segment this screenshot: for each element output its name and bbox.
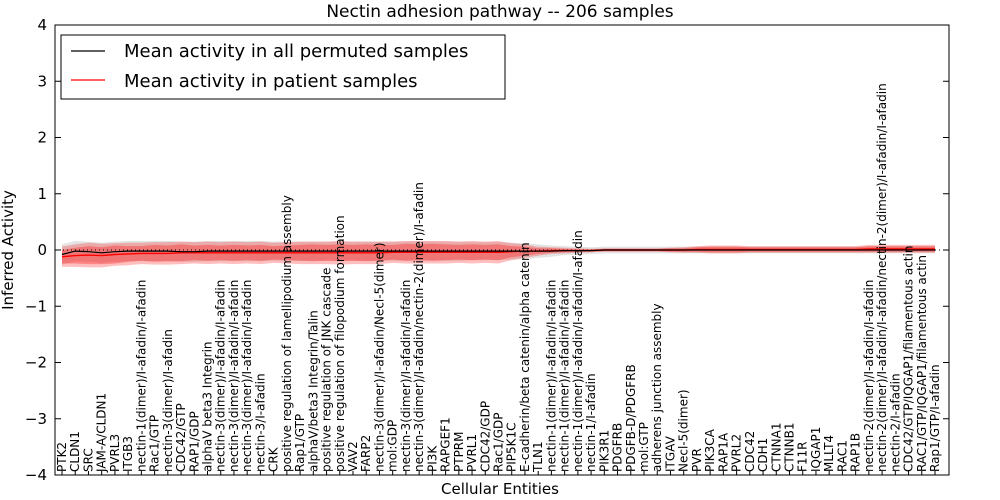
x-tick-label: nectin-3(dimer)/I-afadin/I-afadin	[214, 280, 228, 472]
x-tick-label: nectin-3(dimer)/I-afadin/I-afadin	[227, 280, 241, 472]
x-tick-label: RAP1A	[716, 432, 730, 472]
x-tick-label: TLN1	[531, 441, 545, 473]
x-tick-label: IQGAP1	[809, 427, 823, 472]
x-tick-label: PDGFRB	[611, 423, 625, 472]
x-tick-label: JAM-A/CLDN1	[95, 393, 109, 473]
legend-box	[60, 34, 506, 100]
x-tick-label: nectin-1(dimer)/I-afadin/I-afadin	[544, 280, 558, 472]
x-tick-label: RAC1	[835, 440, 849, 472]
x-tick-label: PVRL1	[465, 434, 479, 472]
x-tick-label: ITGB3	[121, 436, 135, 472]
y-tick-label: 3	[37, 72, 47, 90]
x-tick-label: RAC1/GTP/IQGAP1/filamentous actin	[915, 255, 929, 472]
x-tick-label: F11R	[796, 441, 810, 472]
legend: Mean activity in all permuted samples Me…	[60, 34, 506, 100]
x-tick-label: PIP5K1C	[505, 422, 519, 472]
y-axis: −4 −3 −2 −1 0 1 2 3 4	[25, 16, 949, 484]
x-tick-label: SRC	[82, 448, 96, 472]
x-tick-label: CRK	[267, 446, 281, 472]
y-tick-label: −1	[25, 297, 47, 315]
x-tick-label: alphaV beta3 Integrin	[201, 341, 215, 472]
x-tick-label: alphaV/beta3 Integrin/Talin	[306, 310, 320, 472]
x-tick-label: PTPRM	[452, 432, 466, 473]
chart-title: Nectin adhesion pathway -- 206 samples	[326, 2, 673, 22]
legend-label-permuted: Mean activity in all permuted samples	[124, 41, 468, 62]
x-tick-label: CDC42/GTP	[174, 403, 188, 472]
x-tick-label: nectin-2/I-afadin	[888, 373, 902, 472]
x-tick-label: CDH1	[756, 438, 770, 472]
x-tick-label: mol:GDP	[386, 420, 400, 472]
y-tick-label: 0	[37, 241, 47, 259]
x-tick-label: Rac1/GTP	[148, 415, 162, 472]
x-tick-label: PVRL2	[730, 434, 744, 472]
x-tick-label: VAV2	[346, 441, 360, 472]
x-tick-label: CTNNB1	[783, 422, 797, 472]
x-tick-label: adherens junction assembly	[650, 303, 664, 472]
x-tick-label: RAPGEF1	[439, 417, 453, 472]
x-tick-label: nectin-3(dimer)/I-afadin/I-afadin	[399, 280, 413, 472]
x-tick-label: FARP2	[359, 435, 373, 472]
x-tick-label: positive regulation of filopodium format…	[333, 215, 347, 472]
x-tick-label: Rap1/GTP/I-afadin	[928, 364, 942, 472]
x-tick-label: mol:GTP	[637, 422, 651, 472]
x-tick-label: PIK3CA	[703, 428, 717, 472]
x-tick-label: nectin-3(dimer)/I-afadin	[161, 329, 175, 472]
x-tick-label: PIK3R1	[597, 430, 611, 472]
x-tick-label: E-cadherin/beta catenin/alpha catenin	[518, 242, 532, 472]
x-tick-label: nectin-2(dimer)/I-afadin/I-afadin	[862, 280, 876, 472]
y-tick-label: −2	[25, 354, 47, 372]
x-tick-label: nectin-3(dimer)/I-afadin/Necl-5(dimer)	[373, 242, 387, 472]
x-tick-label: nectin-1(dimer)/I-afadin/I-afadin	[134, 280, 148, 472]
permuted-series-line	[61, 249, 935, 256]
y-tick-label: −4	[25, 466, 47, 484]
x-tick-label: nectin-1(dimer)/I-afadin/I-afadin/I-afad…	[571, 230, 585, 472]
x-tick-label: nectin-3/I-afadin	[253, 373, 267, 472]
y-tick-label: 1	[37, 185, 47, 203]
x-tick-label: MLLT4	[822, 435, 836, 472]
x-tick-label: PVRL3	[108, 434, 122, 472]
legend-label-patient: Mean activity in patient samples	[124, 71, 418, 92]
x-tick-label: nectin-1(dimer)/I-afadin/I-afadin	[558, 280, 572, 472]
y-tick-label: 2	[37, 129, 47, 147]
x-tick-label: PVR	[690, 448, 704, 472]
x-tick-label: CDC42/GTP/IQGAP1/filamentous actin	[902, 246, 916, 472]
x-tick-label: nectin-1/I-afadin	[584, 373, 598, 472]
y-tick-label: −3	[25, 410, 47, 428]
x-tick-label: RAP1B	[849, 433, 863, 472]
x-tick-label: CDC42	[743, 431, 757, 472]
x-axis-label: Cellular Entities	[441, 480, 559, 498]
x-tick-label: nectin-3(dimer)/I-afadin/nectin-2(dimer)…	[412, 182, 426, 472]
x-tick-label: nectin-2(dimer)/I-afadin/I-afadin/nectin…	[875, 83, 889, 472]
x-tick-label: Necl-5(dimer)	[677, 389, 691, 472]
x-tick-label: CDC42/GDP	[478, 401, 492, 472]
x-tick-label: positive regulation of lamellipodium ass…	[280, 195, 294, 472]
x-tick-label: CLDN1	[68, 431, 82, 472]
x-tick-label: nectin-3(dimer)/I-afadin/I-afadin	[240, 280, 254, 472]
x-tick-label: RAP1/GDP	[187, 411, 201, 472]
x-tick-label: Rac1/GDP	[492, 413, 506, 472]
x-tick-label: Rap1/GTP	[293, 414, 307, 472]
x-tick-label: ITGAV	[664, 435, 678, 472]
series-lines	[61, 248, 935, 258]
y-axis-label: Inferred Activity	[0, 190, 17, 310]
x-tick-label: PI3K	[425, 445, 439, 472]
x-tick-label: PTK2	[55, 442, 69, 472]
patient-outer-band	[62, 241, 935, 268]
x-tick-label: CTNNA1	[769, 422, 783, 472]
x-tick-label: positive regulation of JNK cascade	[320, 268, 334, 472]
y-tick-label: 4	[37, 16, 47, 34]
x-tick-label: PDGFB-D/PDGFRB	[624, 364, 638, 472]
